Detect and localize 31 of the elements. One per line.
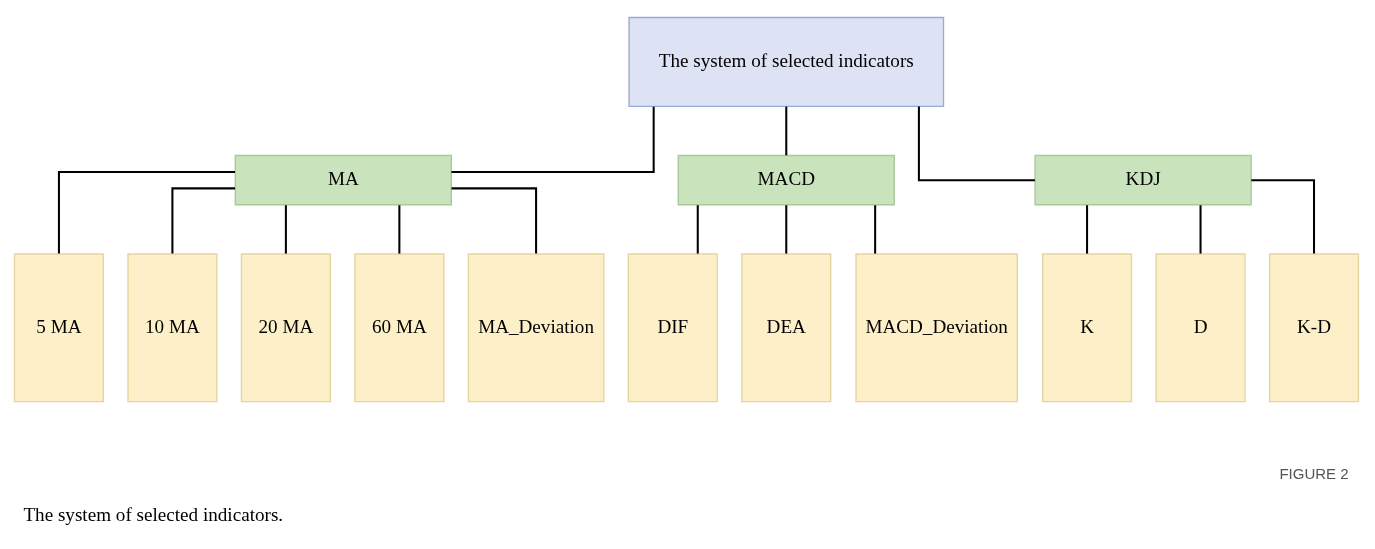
connector — [1199, 205, 1202, 254]
node-box: MACD_Deviation — [855, 253, 1018, 403]
node-box: 10 MA — [127, 253, 218, 403]
connector — [451, 187, 538, 254]
connector — [451, 106, 655, 173]
node-box: MA — [234, 154, 452, 206]
node-box: K — [1041, 253, 1133, 403]
connector — [398, 205, 401, 254]
connector — [785, 205, 788, 254]
node-box: The system of selected indicators — [628, 16, 945, 108]
connector — [1086, 205, 1089, 254]
label: FIGURE 2 — [1279, 465, 1349, 483]
connector — [917, 106, 1035, 182]
node-box: K-D — [1268, 253, 1360, 403]
node-box: MACD — [677, 154, 895, 206]
node-box: 5 MA — [13, 253, 105, 403]
connector — [1251, 179, 1316, 254]
node-box: DIF — [627, 253, 718, 403]
connector — [785, 106, 788, 156]
node-box: 20 MA — [240, 253, 331, 403]
node-box: MA_Deviation — [467, 253, 605, 403]
connector — [171, 187, 236, 254]
connector — [284, 205, 287, 254]
node-box: KDJ — [1034, 154, 1252, 206]
node-box: 60 MA — [354, 253, 445, 403]
connector — [696, 205, 699, 254]
node-box: D — [1155, 253, 1246, 403]
connector — [874, 205, 877, 254]
node-box: DEA — [741, 253, 832, 403]
connector — [57, 170, 235, 254]
caption: The system of selected indicators. — [23, 503, 284, 525]
